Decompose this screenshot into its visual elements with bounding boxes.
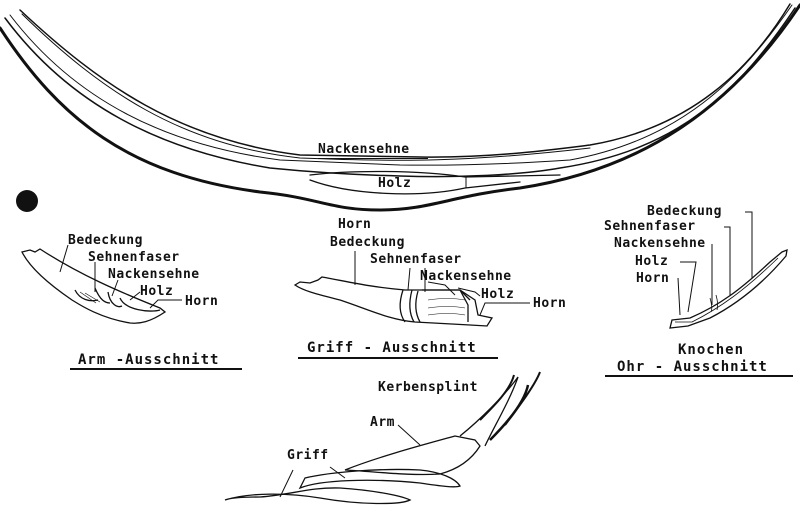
exploded-arm-piece — [344, 435, 481, 476]
ear-label-covering: Bedeckung — [647, 204, 722, 219]
arm-label-sinew-fiber: Sehnenfaser — [88, 250, 180, 265]
arm-label-back-sinew: Nackensehne — [108, 267, 200, 282]
ear-label-sinew-fiber: Sehnenfaser — [604, 219, 696, 234]
main-bow-inner-line-2 — [9, 4, 793, 166]
ear-section-outline — [669, 248, 788, 329]
arm-section-caption: Arm -Ausschnitt — [78, 352, 220, 368]
grip-label-sinew-fiber: Sehnenfaser — [370, 252, 462, 267]
main-bow-back-line — [21, 13, 591, 161]
grip-label-covering: Bedeckung — [330, 235, 405, 250]
ear-label-horn: Horn — [636, 271, 670, 286]
main-bow-outer-edge — [0, 3, 800, 212]
ear-section-caption-line1: Knochen — [678, 342, 745, 358]
ear-section-caption-line2: Ohr - Ausschnitt — [617, 359, 768, 375]
main-bow-label-wood: Holz — [378, 176, 412, 191]
grip-label-back-sinew: Nackensehne — [420, 269, 512, 284]
main-bow-inner-line-1 — [4, 7, 796, 178]
arm-label-horn: Horn — [185, 294, 219, 309]
exploded-nock-splint-2 — [489, 384, 530, 441]
grip-label-wood: Holz — [481, 287, 515, 302]
main-bow-label-sinew: Nackensehne — [318, 142, 410, 157]
arm-label-wood: Holz — [140, 284, 174, 299]
exploded-label-arm: Arm — [370, 415, 395, 430]
main-bow-label-sinew-underline — [318, 158, 428, 159]
ear-label-wood: Holz — [635, 254, 669, 269]
ear-label-back-sinew: Nackensehne — [614, 236, 706, 251]
arm-section-caption-underline — [70, 368, 242, 370]
main-bow-sinew-line — [19, 3, 791, 158]
arm-section-outline — [21, 248, 167, 324]
exploded-nock-splint-1 — [479, 374, 515, 421]
grip-label-horn: Horn — [533, 296, 567, 311]
grip-section-caption: Griff - Ausschnitt — [307, 340, 477, 356]
grip-section-outline — [293, 276, 494, 327]
exploded-label-grip: Griff — [287, 448, 329, 463]
exploded-grip-lower — [224, 487, 412, 505]
grip-label-horn-top: Horn — [338, 217, 372, 232]
arm-label-covering: Bedeckung — [68, 233, 143, 248]
main-bow-wood-core — [309, 170, 561, 195]
black-dot — [16, 190, 38, 212]
exploded-nock-splint-3 — [504, 371, 541, 426]
grip-section-caption-underline — [298, 357, 498, 359]
ear-section-caption-underline — [605, 375, 793, 377]
exploded-label-nock-splint: Kerbensplint — [378, 380, 478, 395]
